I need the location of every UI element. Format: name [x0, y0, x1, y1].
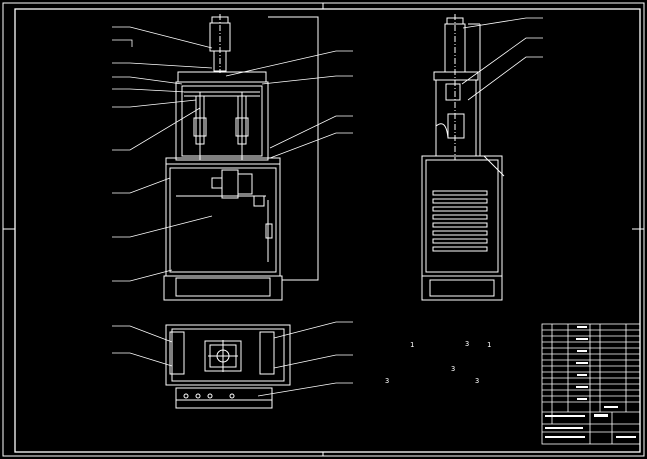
top-leaders: [112, 321, 353, 397]
front-leaders: [112, 26, 353, 282]
louvre-slots: [432, 190, 488, 252]
annotation-label: 1: [410, 341, 415, 349]
side-view: [421, 14, 505, 301]
title-block: [541, 323, 641, 445]
side-leaders: [461, 17, 543, 101]
annotation-label: 1: [487, 341, 492, 349]
annotation-label: 3: [451, 365, 456, 373]
top-view: [165, 324, 291, 409]
annotation-label: 3: [475, 377, 480, 385]
annotation-label: 3: [465, 340, 470, 348]
annotation-label: 3: [385, 377, 390, 385]
front-view: [163, 14, 319, 301]
